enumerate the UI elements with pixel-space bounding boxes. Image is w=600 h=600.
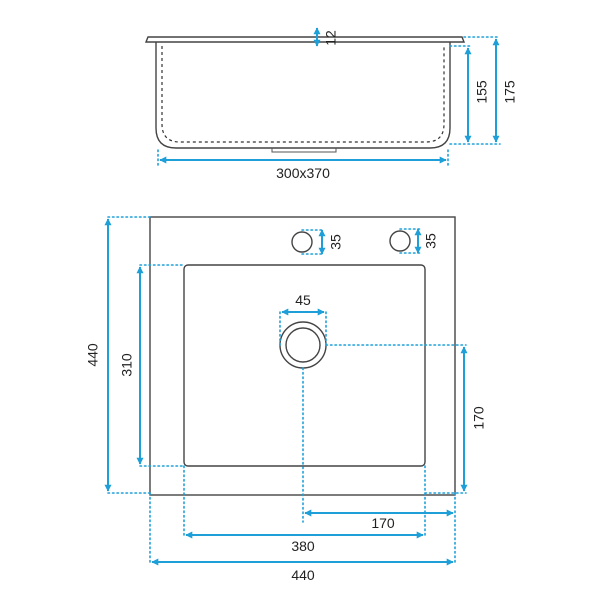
depth-total-label: 175: [502, 80, 518, 104]
depth-inner-label: 155: [474, 80, 490, 104]
drain-inner: [285, 327, 321, 363]
side-bowl-outer: [155, 42, 451, 149]
drain-label: 45: [295, 292, 311, 308]
bowl-width-label: 380: [291, 538, 315, 554]
side-bowl-inner: [161, 46, 445, 143]
drain-horizontal-label: 170: [371, 515, 395, 531]
tap-hole-2-label: 35: [423, 233, 439, 249]
tap-hole-left: [291, 231, 313, 253]
side-drain: [271, 148, 337, 153]
bowl-height-label: 310: [119, 353, 135, 377]
overall-width-label: 440: [291, 567, 315, 583]
bowl-size-label: 300x370: [276, 165, 330, 181]
tap-hole-1-label: 35: [328, 234, 344, 250]
drain-outer: [279, 321, 327, 369]
tap-hole-right: [389, 230, 411, 252]
top-view: 35 35 45 440 310 170 170 380 440: [85, 216, 487, 583]
overall-height-label: 440: [85, 343, 101, 367]
flange-label: 12: [323, 30, 339, 46]
side-view: 12 155 175 300x370: [144, 27, 518, 181]
side-flange: [144, 36, 466, 43]
drain-vertical-label: 170: [471, 406, 487, 430]
bowl-outline: [183, 264, 426, 467]
